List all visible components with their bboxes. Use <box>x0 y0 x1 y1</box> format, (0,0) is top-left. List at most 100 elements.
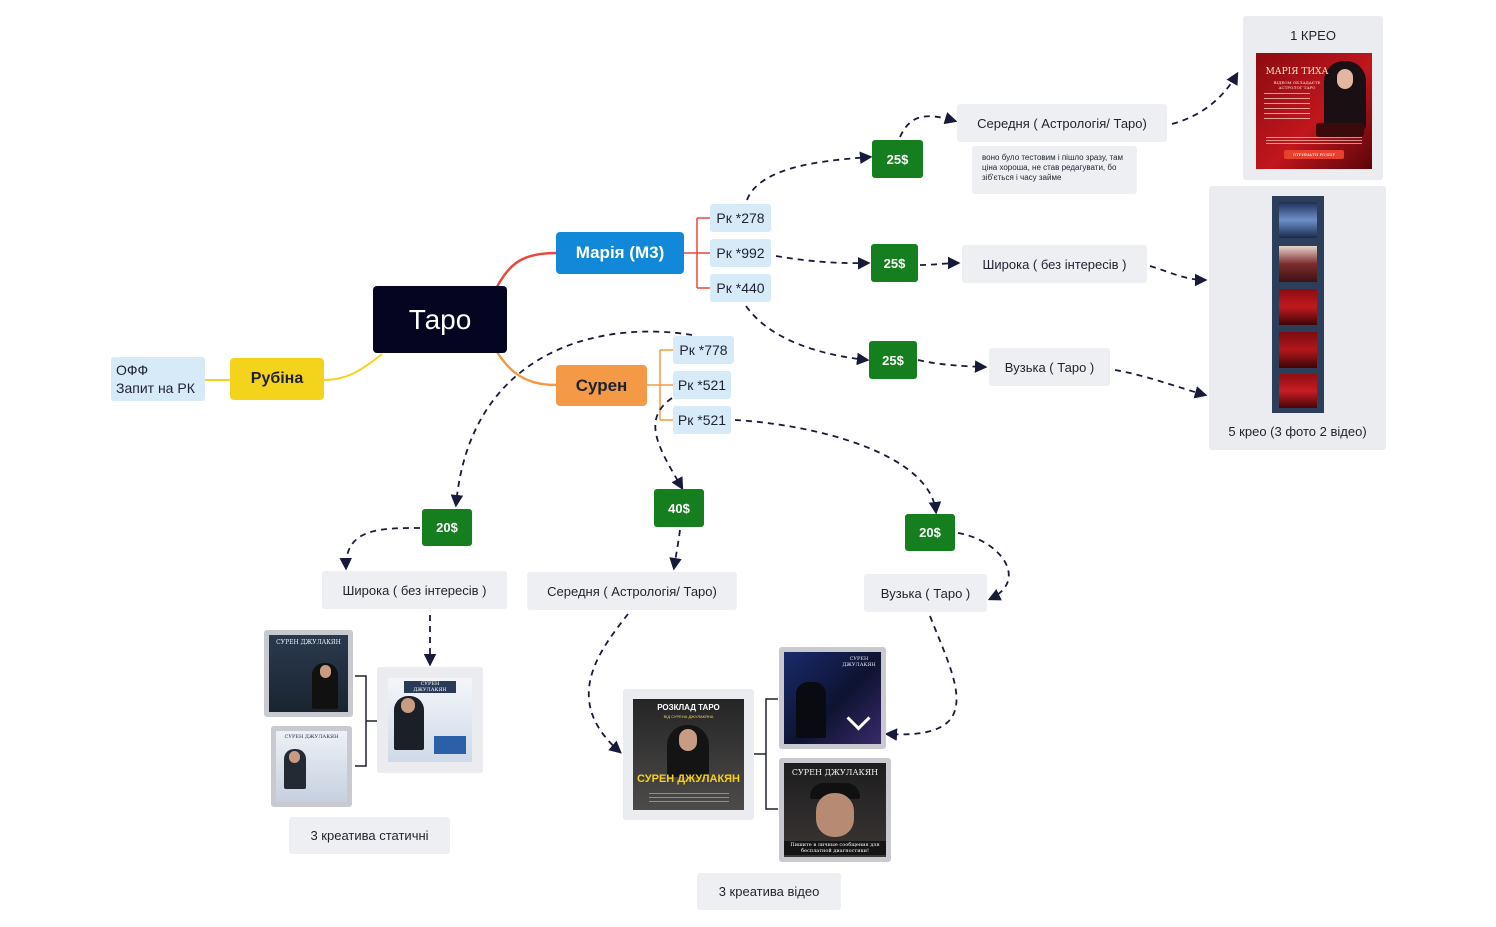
off-request-node[interactable]: ОФФ Запит на РК <box>111 357 205 401</box>
suren-node[interactable]: Сурен <box>556 365 647 406</box>
video-2-chevron-icon <box>846 706 871 731</box>
video-main-sub: ВІД СУРЕНА ДЖУЛАКЯНА <box>663 714 714 719</box>
maria-ad-image[interactable]: МАРІЯ ТИХА ВІДЕОМ ОБЛАДАЄТЕ АСТРОЛОГ ТАР… <box>1256 53 1372 169</box>
suren-static-3[interactable]: СУРЕН ДЖУЛАКЯН <box>377 667 483 773</box>
static-3-image: СУРЕН ДЖУЛАКЯН <box>388 678 472 762</box>
arrow-wide-creo5 <box>1149 265 1208 287</box>
maria-audience-medium[interactable]: Середня ( Астрологія/ Таро) <box>957 104 1167 142</box>
suren-campaign-521a[interactable]: Рк *521 <box>673 371 731 399</box>
arrow-narrow-creo5 <box>1114 369 1208 399</box>
off-line-1: ОФФ <box>116 362 149 378</box>
arrow-budget-mid2 <box>669 529 682 571</box>
ad-name: МАРІЯ ТИХА <box>1265 67 1329 77</box>
link-root-suren <box>495 351 557 387</box>
creo-one-title: 1 КРЕО <box>1290 28 1336 43</box>
creo-thumb-5[interactable] <box>1279 374 1317 408</box>
video-2-person <box>796 682 826 738</box>
maria-campaign-992[interactable]: Рк *992 <box>710 239 771 267</box>
static-3-face <box>401 698 415 713</box>
arrow-budget-narrow <box>917 359 988 373</box>
suren-campaign-778[interactable]: Рк *778 <box>673 336 734 364</box>
video-main-top: РОЗКЛАД ТАРО <box>657 703 720 712</box>
suren-video-caption: 3 креатива відео <box>697 873 841 910</box>
video-main-footer <box>649 793 729 803</box>
static-2-title: СУРЕН ДЖУЛАКЯН <box>284 734 339 740</box>
ad-subtitle: ВІДЕОМ ОБЛАДАЄТЕ АСТРОЛОГ ТАРО <box>1273 80 1321 90</box>
maria-campaign-278[interactable]: Рк *278 <box>710 204 771 232</box>
suren-video-3[interactable]: СУРЕН ДЖУЛАКЯН Пишите в личные сообщения… <box>779 758 891 862</box>
maria-audience-wide[interactable]: Широка ( без інтересів ) <box>962 245 1147 283</box>
bracket-static <box>355 675 377 767</box>
suren-budget-3[interactable]: 20$ <box>905 514 955 551</box>
maria-audience-narrow[interactable]: Вузька ( Таро ) <box>989 348 1110 386</box>
suren-audience-narrow[interactable]: Вузька ( Таро ) <box>864 574 987 612</box>
root-node-taro[interactable]: Таро <box>373 286 507 353</box>
arrow-992-budget <box>775 255 871 270</box>
bracket-video <box>754 698 778 810</box>
link-root-maria <box>495 251 557 288</box>
suren-video-2[interactable]: СУРЕН ДЖУЛАКЯН <box>779 647 886 749</box>
suren-audience-medium[interactable]: Середня ( Астрологія/ Таро) <box>527 572 737 610</box>
maria-node[interactable]: Марія (М3) <box>556 232 684 274</box>
bracket-maria <box>684 217 710 289</box>
ad-bullets <box>1264 93 1310 123</box>
arrow-budget-mid <box>899 112 958 138</box>
suren-budget-1[interactable]: 20$ <box>422 509 472 546</box>
suren-static-caption: 3 креатива статичні <box>289 817 450 854</box>
arrow-521a-budget <box>654 397 684 491</box>
maria-creo-five-card[interactable]: 5 крео (3 фото 2 відео) <box>1209 186 1386 450</box>
arrow-440-budget <box>745 305 870 366</box>
suren-budget-2[interactable]: 40$ <box>654 489 704 527</box>
arrow-budget-wide <box>919 256 961 270</box>
video-3-title: СУРЕН ДЖУЛАКЯН <box>791 768 879 777</box>
suren-static-1[interactable]: СУРЕН ДЖУЛАКЯН <box>264 630 353 717</box>
static-3-cards <box>434 736 466 754</box>
arrow-mid2-video <box>587 613 629 754</box>
link-root-rubina <box>323 353 383 381</box>
creo-thumb-4[interactable] <box>1279 332 1317 368</box>
maria-note: воно було тестовим і пішло зразу, там ці… <box>972 146 1137 194</box>
video-main-image: РОЗКЛАД ТАРО ВІД СУРЕНА ДЖУЛАКЯНА СУРЕН … <box>633 699 744 810</box>
maria-budget-3[interactable]: 25$ <box>869 341 917 379</box>
maria-campaign-440[interactable]: Рк *440 <box>710 274 771 302</box>
creo-thumb-1[interactable] <box>1279 202 1317 238</box>
arrow-budget-narrow2 <box>957 532 1010 601</box>
suren-static-2[interactable]: СУРЕН ДЖУЛАКЯН <box>271 726 352 807</box>
creo-strip <box>1272 196 1324 413</box>
static-1-title: СУРЕН ДЖУЛАКЯН <box>276 639 341 646</box>
video-3-face <box>816 793 854 837</box>
suren-video-main[interactable]: РОЗКЛАД ТАРО ВІД СУРЕНА ДЖУЛАКЯНА СУРЕН … <box>623 689 754 820</box>
static-3-title: СУРЕН ДЖУЛАКЯН <box>404 681 456 693</box>
static-1-image: СУРЕН ДЖУЛАКЯН <box>269 635 348 712</box>
video-3-image: СУРЕН ДЖУЛАКЯН Пишите в личные сообщения… <box>784 763 886 857</box>
video-3-hat <box>810 783 860 799</box>
creo-thumb-2[interactable] <box>1279 246 1317 282</box>
suren-audience-wide[interactable]: Широка ( без інтересів ) <box>322 571 507 609</box>
video-main-name: СУРЕН ДЖУЛАКЯН <box>636 773 741 785</box>
ad-cta-button[interactable]: ОТРИМАТИ РОЗБІР <box>1284 150 1344 159</box>
ad-footer-text <box>1266 137 1362 145</box>
arrow-budget-wide2 <box>339 527 421 571</box>
off-line-2: Запит на РК <box>116 380 195 396</box>
rubina-node[interactable]: Рубіна <box>230 358 324 400</box>
ad-face <box>1337 69 1353 89</box>
arrow-521b-budget <box>734 419 942 515</box>
video-2-title: СУРЕН ДЖУЛАКЯН <box>842 656 876 668</box>
maria-creo-one-card[interactable]: 1 КРЕО МАРІЯ ТИХА ВІДЕОМ ОБЛАДАЄТЕ АСТРО… <box>1243 16 1383 180</box>
maria-budget-2[interactable]: 25$ <box>871 244 918 282</box>
video-2-image: СУРЕН ДЖУЛАКЯН <box>784 652 881 744</box>
creo-thumb-3[interactable] <box>1279 289 1317 325</box>
video-3-bottom: Пишите в личные сообщения для бесплатной… <box>784 841 886 855</box>
arrow-778-budget <box>450 330 693 508</box>
arrow-narrow2-video <box>884 615 958 741</box>
static-1-face <box>320 665 331 678</box>
maria-budget-1[interactable]: 25$ <box>872 140 923 178</box>
arrow-mid-creo <box>1171 71 1239 125</box>
static-2-face <box>289 751 300 763</box>
static-2-image: СУРЕН ДЖУЛАКЯН <box>276 731 347 802</box>
arrow-278-budget <box>746 151 873 201</box>
suren-campaign-521b[interactable]: Рк *521 <box>673 406 731 434</box>
ad-candles <box>1316 123 1364 137</box>
creo-five-caption: 5 крео (3 фото 2 відео) <box>1228 424 1367 439</box>
